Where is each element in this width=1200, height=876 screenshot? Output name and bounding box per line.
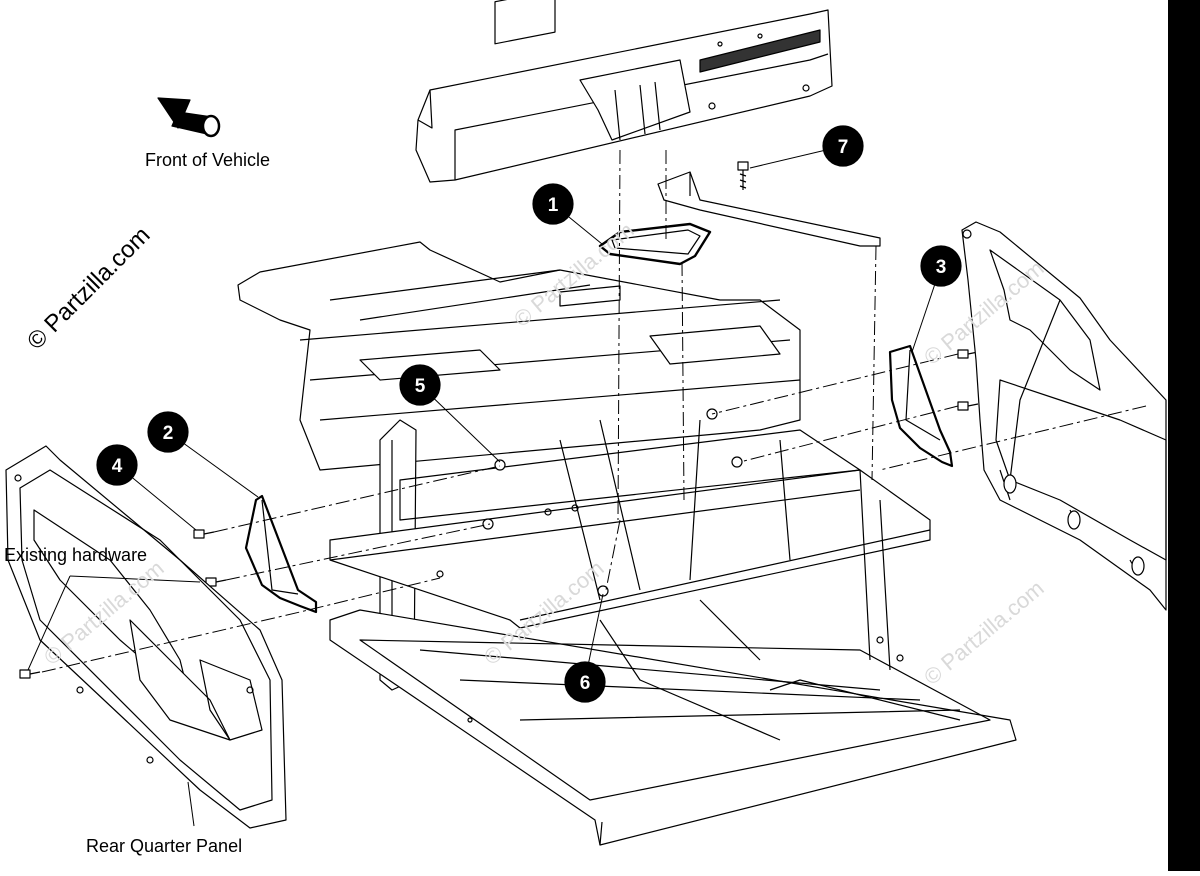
svg-text:5: 5 xyxy=(415,376,426,397)
callout-2: 2 xyxy=(147,411,189,453)
callout-5: 5 xyxy=(399,364,441,406)
svg-text:3: 3 xyxy=(936,257,947,278)
vehicle-frame xyxy=(237,241,1017,846)
callout-4: 4 xyxy=(96,444,138,486)
assembly-guide-lines xyxy=(41,149,1147,673)
svg-text:4: 4 xyxy=(112,456,123,477)
callout-3: 3 xyxy=(920,245,962,287)
svg-text:7: 7 xyxy=(838,137,849,158)
part-7-bracket xyxy=(657,171,881,247)
callout-1: 1 xyxy=(532,183,574,225)
right-edge-bar xyxy=(1168,0,1200,871)
front-direction-arrow-icon xyxy=(157,97,221,138)
svg-text:2: 2 xyxy=(163,423,174,444)
bolt-icon xyxy=(193,529,215,539)
part-1-plate xyxy=(598,222,712,266)
existing-hardware-label: Existing hardware xyxy=(4,545,148,565)
bolt-icon xyxy=(957,401,979,411)
bolt-icon xyxy=(19,669,41,679)
front-of-vehicle-label: Front of Vehicle xyxy=(145,150,271,170)
bolt-icon xyxy=(737,161,749,190)
rear-quarter-panel-label: Rear Quarter Panel xyxy=(86,836,243,856)
left-rear-quarter-panel xyxy=(5,445,287,829)
part-3-bracket xyxy=(888,344,954,468)
svg-text:1: 1 xyxy=(548,195,559,216)
part-2-bracket xyxy=(244,494,318,614)
callout-7: 7 xyxy=(822,125,864,167)
right-rear-quarter-panel xyxy=(961,221,1167,611)
svg-text:6: 6 xyxy=(580,673,591,694)
callout-6: 6 xyxy=(564,661,606,703)
rear-cab-panel xyxy=(415,0,833,183)
